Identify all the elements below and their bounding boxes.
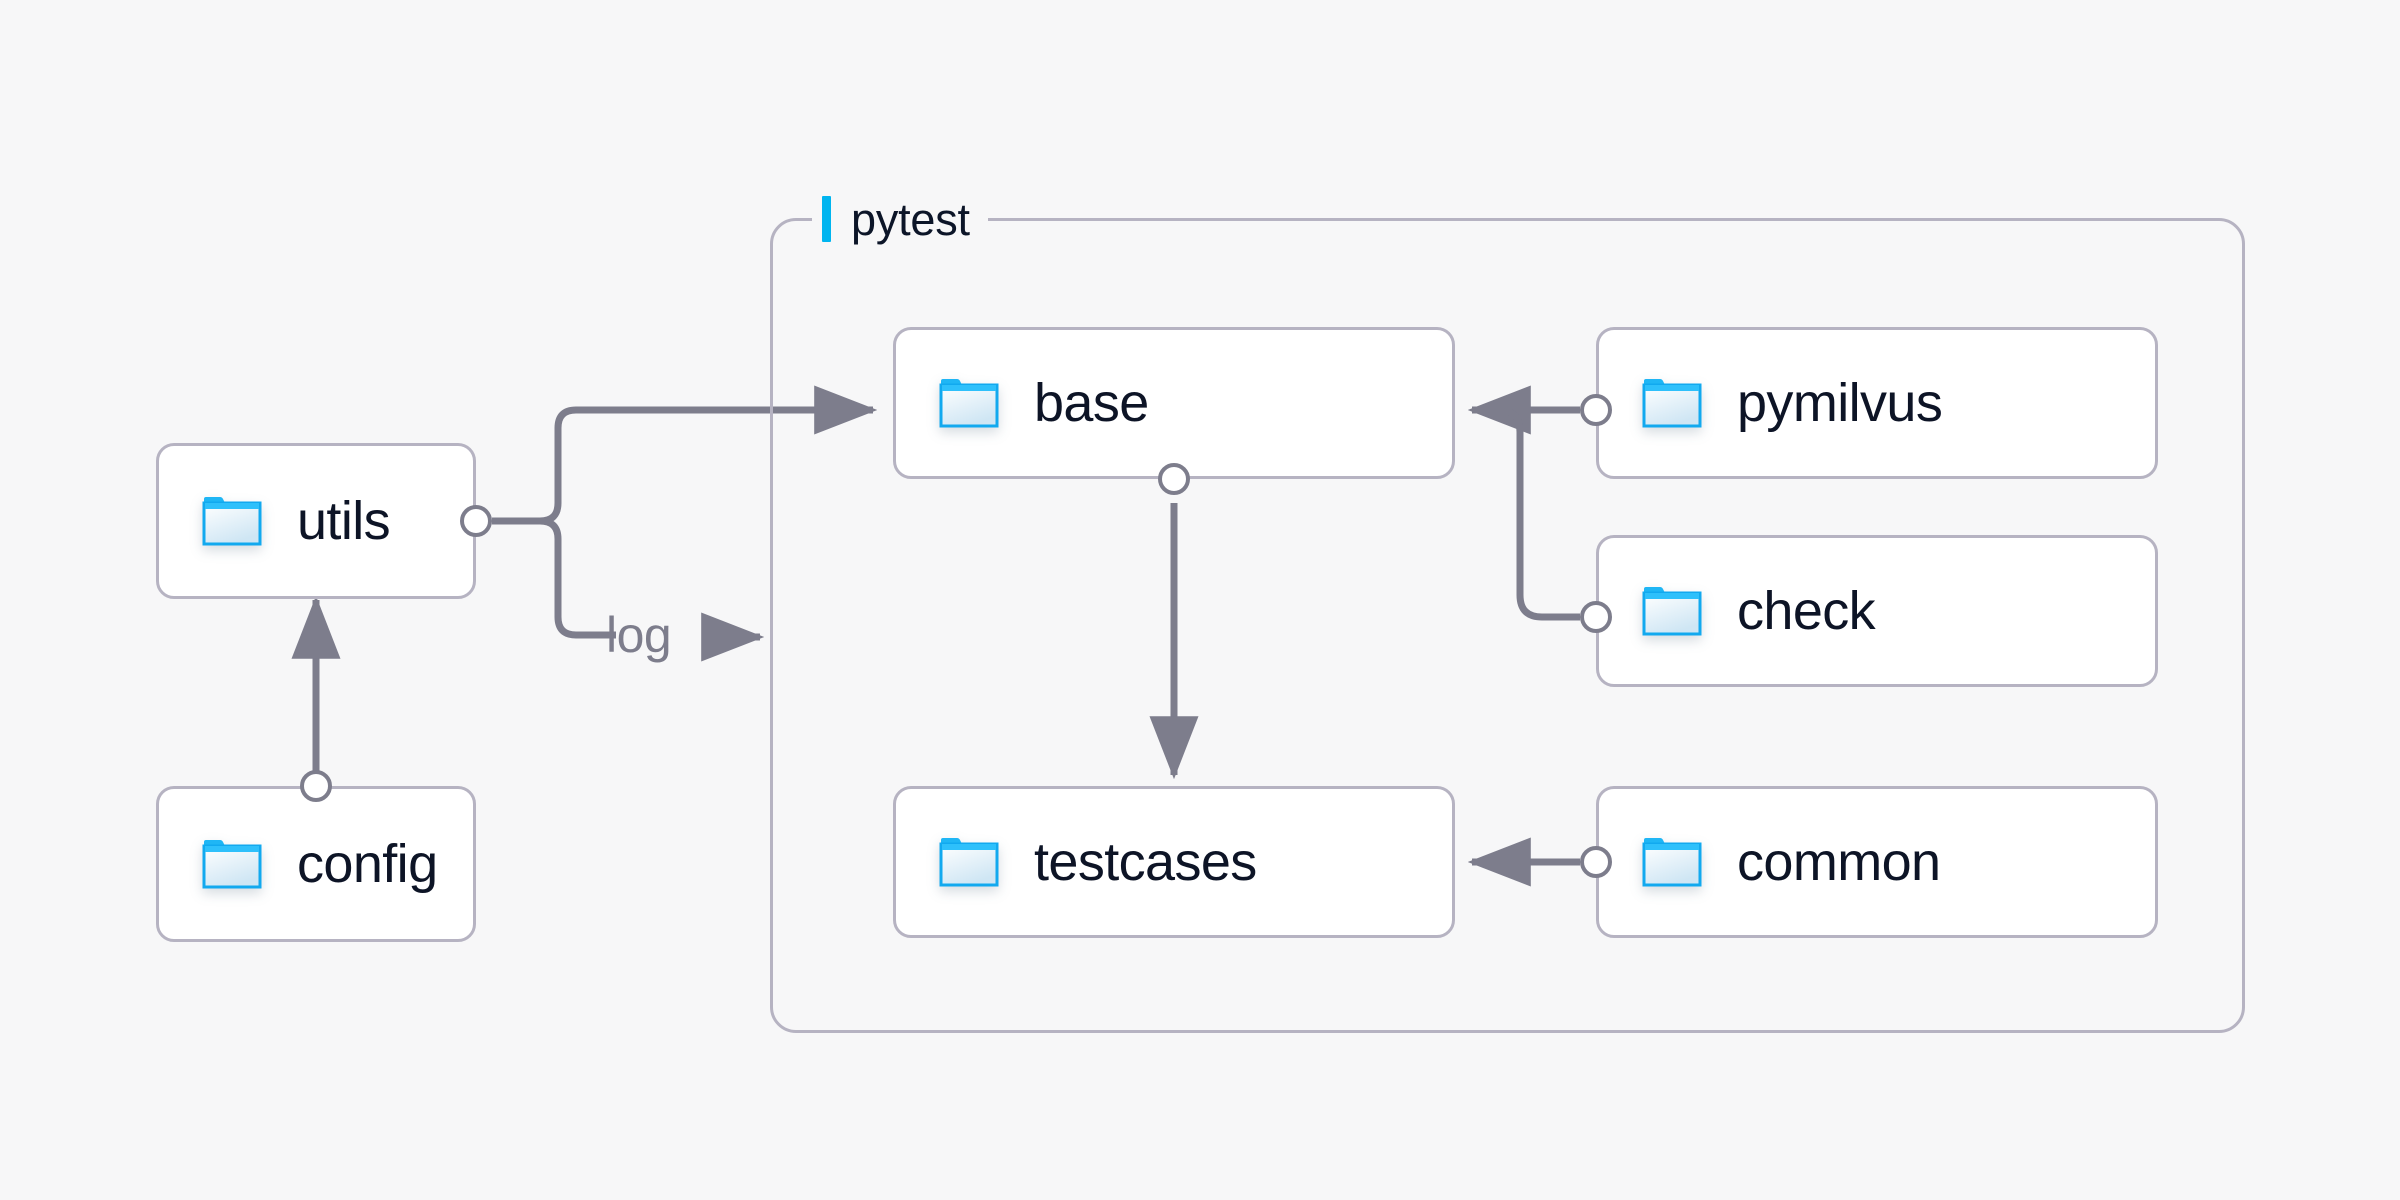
node-check-label: check bbox=[1737, 581, 1876, 641]
node-config[interactable]: config bbox=[156, 786, 476, 942]
node-testcases[interactable]: testcases bbox=[893, 786, 1455, 938]
port-common-left[interactable] bbox=[1580, 846, 1612, 878]
folder-icon bbox=[202, 840, 262, 889]
folder-icon bbox=[939, 379, 999, 428]
folder-icon bbox=[939, 838, 999, 887]
group-pytest-label: pytest bbox=[851, 193, 970, 245]
port-config-top[interactable] bbox=[300, 770, 332, 802]
node-check[interactable]: check bbox=[1596, 535, 2158, 687]
node-common-label: common bbox=[1737, 832, 1941, 892]
node-config-label: config bbox=[297, 834, 438, 894]
port-pymilvus-left[interactable] bbox=[1580, 394, 1612, 426]
node-utils-label: utils bbox=[297, 491, 391, 551]
edge-utils-to-log bbox=[539, 517, 616, 639]
node-pymilvus-label: pymilvus bbox=[1737, 373, 1943, 433]
folder-icon bbox=[202, 497, 262, 546]
folder-icon bbox=[1642, 379, 1702, 428]
port-utils-right[interactable] bbox=[460, 505, 492, 537]
group-accent-bar bbox=[822, 196, 831, 242]
port-base-bottom[interactable] bbox=[1158, 463, 1190, 495]
edge-label-log: log bbox=[606, 607, 672, 663]
node-testcases-label: testcases bbox=[1034, 832, 1257, 892]
group-pytest[interactable] bbox=[770, 218, 2245, 1033]
port-check-left[interactable] bbox=[1580, 601, 1612, 633]
group-pytest-label-wrap: pytest bbox=[812, 190, 988, 248]
node-base-label: base bbox=[1034, 373, 1149, 433]
node-utils[interactable]: utils bbox=[156, 443, 476, 599]
node-base[interactable]: base bbox=[893, 327, 1455, 479]
node-pymilvus[interactable]: pymilvus bbox=[1596, 327, 2158, 479]
folder-icon bbox=[1642, 587, 1702, 636]
node-common[interactable]: common bbox=[1596, 786, 2158, 938]
folder-icon bbox=[1642, 838, 1702, 887]
